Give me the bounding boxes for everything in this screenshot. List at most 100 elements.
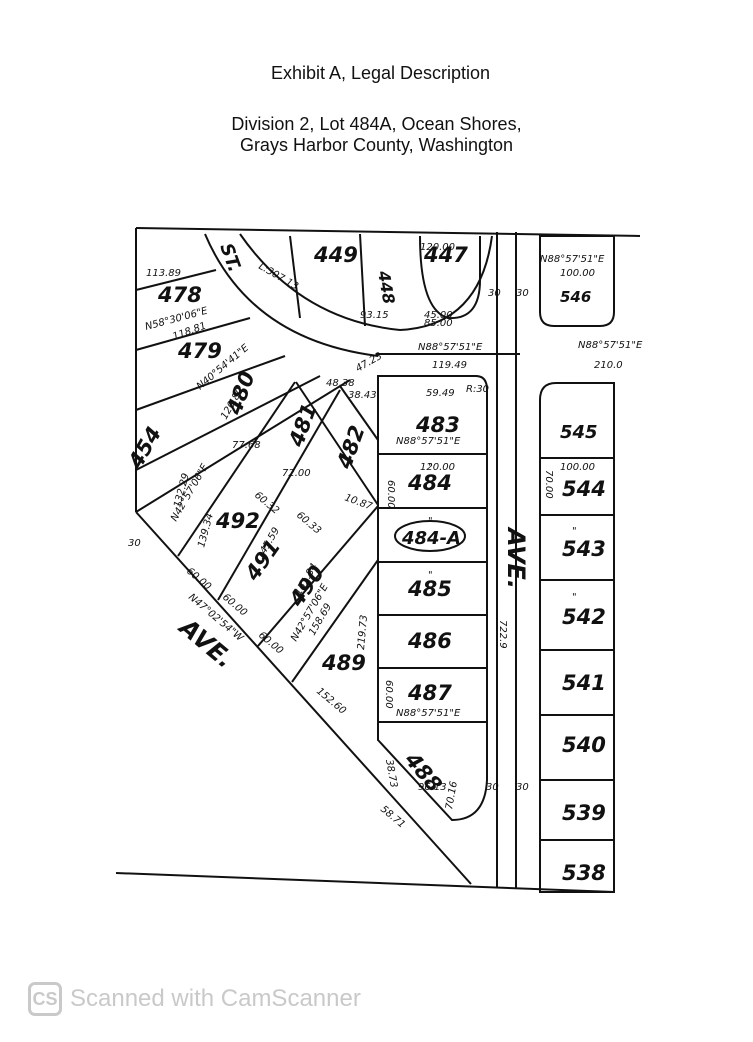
camscanner-watermark: CS Scanned with CamScanner xyxy=(28,982,361,1016)
lot-484a-highlight xyxy=(394,520,466,552)
boundary-lines xyxy=(115,227,641,893)
lot-line-479 xyxy=(135,317,251,351)
lot-489: 489 xyxy=(321,651,366,675)
dim-2100: 210.0 xyxy=(594,360,623,371)
dim-7229: 722.9 xyxy=(497,620,508,649)
lot-543: 543 xyxy=(562,537,606,561)
dim-9613: 96.13 xyxy=(418,782,447,793)
dim-6033: 60.33 xyxy=(294,510,323,537)
lot-448: 448 xyxy=(374,268,399,305)
top-boundary xyxy=(135,227,641,237)
dim-7016: 70.16 xyxy=(444,780,460,810)
dim-3843: 38.43 xyxy=(348,390,377,401)
lot-482: 482 xyxy=(332,422,370,472)
lot-483: 483 xyxy=(415,413,460,437)
dim-ditto-e: " xyxy=(572,592,577,603)
dim-10987: 10.87 xyxy=(343,492,374,512)
dim-8500: 85.00 xyxy=(424,318,453,329)
dim-13934: 139.34 xyxy=(196,512,216,549)
dim-30-a: 30 xyxy=(488,288,501,299)
dim-4838: 48.38 xyxy=(326,378,355,389)
dim-6000-d: 60.00 xyxy=(220,592,249,619)
dim-9315: 93.15 xyxy=(360,310,389,321)
lot-539: 539 xyxy=(562,801,606,825)
street-ave-right: AVE. xyxy=(502,526,530,589)
dim-n88-e: N88°57'51"E xyxy=(578,340,643,351)
dim-ditto-c: " xyxy=(428,570,433,581)
curve-st-outer xyxy=(239,233,401,331)
dim-r30: R:30 xyxy=(466,384,489,395)
lot-538: 538 xyxy=(562,861,606,885)
camscanner-logo-icon: CS xyxy=(28,982,62,1016)
lot-454: 454 xyxy=(123,423,166,474)
dim-7200: 72.00 xyxy=(282,468,311,479)
bottom-boundary xyxy=(115,872,615,893)
dim-ditto-a: " xyxy=(428,462,433,473)
lot-542: 542 xyxy=(562,605,606,629)
dim-7000: 70.00 xyxy=(543,470,554,499)
lots-545-538-block xyxy=(539,382,615,893)
lot-line-491 xyxy=(177,381,296,557)
dim-30-e: 30 xyxy=(128,538,141,549)
lot-478: 478 xyxy=(157,283,202,307)
lot-line-449 xyxy=(289,235,301,319)
lot-485: 485 xyxy=(407,577,452,601)
dim-n88-a: N88°57'51"E xyxy=(418,342,483,353)
dim-6000-a: 60.00 xyxy=(385,480,396,509)
county-line: Grays Harbor County, Washington xyxy=(239,135,514,155)
dim-n88-b: N88°57'51"E xyxy=(396,436,461,447)
lot-449: 449 xyxy=(313,243,358,267)
lot-492: 492 xyxy=(215,509,260,533)
dim-15260: 152.60 xyxy=(314,686,348,717)
lot-484a: 484-A xyxy=(401,528,461,549)
lot-486: 486 xyxy=(407,629,452,653)
street-st-top: ST. xyxy=(215,241,245,275)
lots-483-488-block xyxy=(377,375,488,822)
lot-544: 544 xyxy=(562,477,606,501)
lot-541: 541 xyxy=(562,671,606,695)
lot-545: 545 xyxy=(560,422,598,443)
lot-line-492-top xyxy=(135,379,351,513)
dim-11949: 119.49 xyxy=(432,360,467,371)
dim-4500: 45.00 xyxy=(424,310,453,321)
dim-ditto-b: " xyxy=(428,516,433,527)
dim-7768: 77.68 xyxy=(232,440,261,451)
dim-11389: 113.89 xyxy=(146,268,181,279)
diagonal-ave-line xyxy=(135,511,472,885)
dim-6000-b: 60.00 xyxy=(383,680,394,709)
lot-546-block xyxy=(539,235,615,327)
dim-30-c: 30 xyxy=(486,782,499,793)
lot-line-482 xyxy=(339,385,379,441)
lot-447-block xyxy=(419,235,481,320)
lot-484: 484 xyxy=(407,471,452,495)
lot-540: 540 xyxy=(562,733,606,757)
dim-n88-c: N88°57'51"E xyxy=(396,708,461,719)
dim-10000-a: 100.00 xyxy=(560,268,595,279)
lot-line-478 xyxy=(135,269,217,291)
curve-st-inner xyxy=(204,233,379,357)
exhibit-title: Exhibit A, Legal Description xyxy=(270,63,491,83)
dim-30-d: 30 xyxy=(516,782,529,793)
lot-line-448 xyxy=(359,233,366,327)
lot-546: 546 xyxy=(560,288,591,306)
watermark-text: Scanned with CamScanner xyxy=(70,985,361,1012)
lot-447: 447 xyxy=(423,243,468,267)
dim-12000-a: 120.00 xyxy=(420,242,455,253)
lot-line-489b xyxy=(291,559,379,683)
dim-6000-c: 60.00 xyxy=(184,566,213,593)
lot-line-490 xyxy=(217,389,341,601)
dim-10000-b: 100.00 xyxy=(560,462,595,473)
dim-21973: 219.73 xyxy=(356,614,370,650)
dim-5949: 59.49 xyxy=(426,388,455,399)
lot-479: 479 xyxy=(177,339,222,363)
dim-ditto-d: " xyxy=(572,526,577,537)
dim-3873: 38.73 xyxy=(383,759,399,789)
lot-line-480 xyxy=(135,355,286,411)
dim-n88-d: N88°57'51"E xyxy=(540,254,605,265)
lot-line-481 xyxy=(295,381,379,506)
dim-12000-b: 120.00 xyxy=(420,462,455,473)
curve-st-right xyxy=(399,235,493,331)
lot-487: 487 xyxy=(407,681,452,705)
division-line: Division 2, Lot 484A, Ocean Shores, xyxy=(231,114,522,134)
